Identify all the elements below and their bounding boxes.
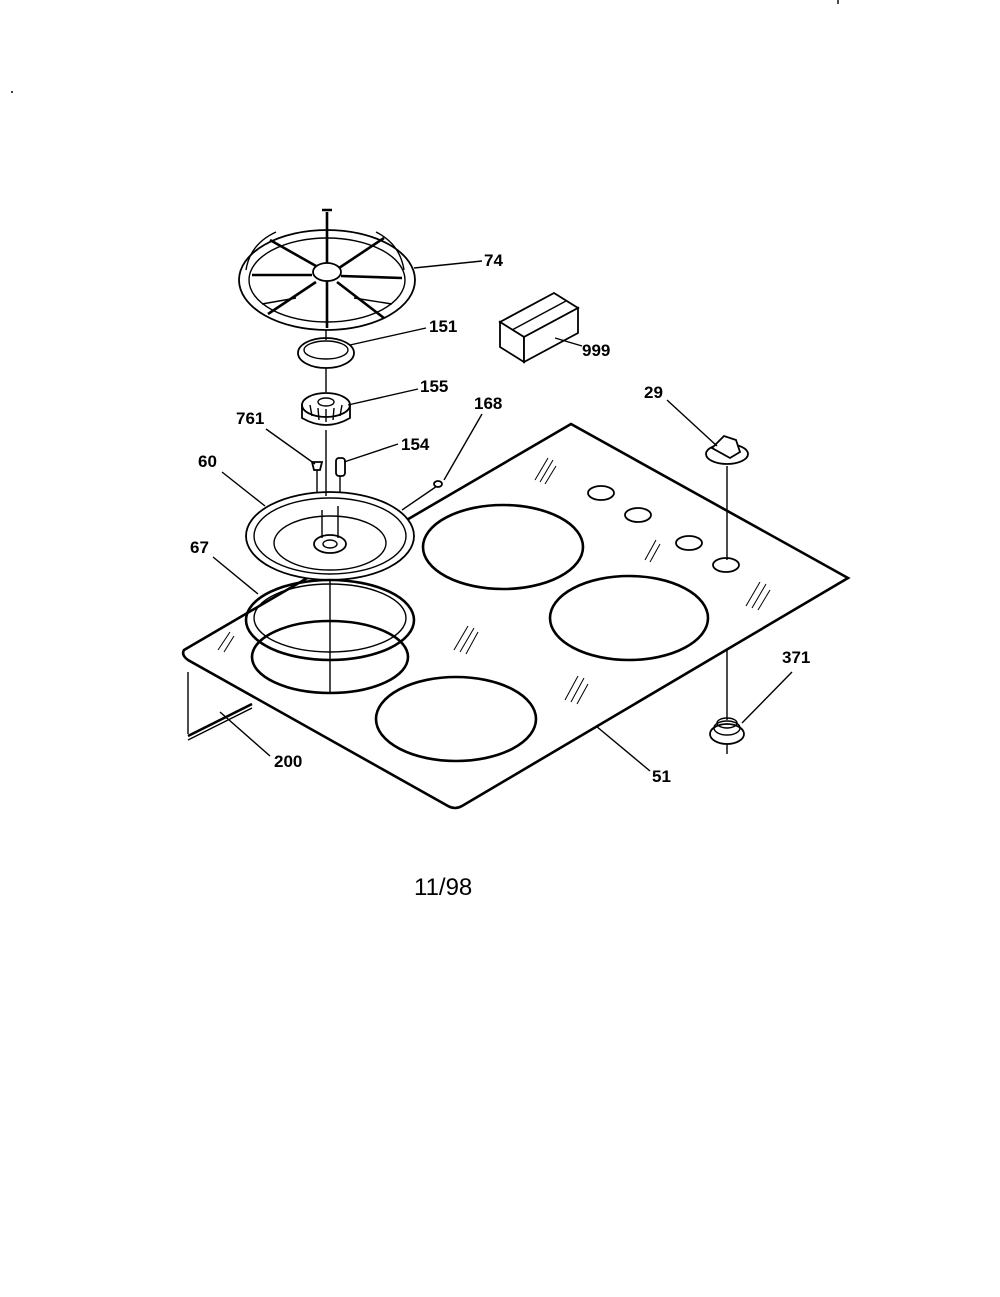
assembly-axis (187, 330, 728, 754)
callout-60: 60 (198, 452, 217, 471)
control-knob (705, 434, 749, 465)
igniter-electrode (335, 457, 346, 500)
burner-grate (238, 208, 416, 331)
burner-bowl (245, 491, 415, 581)
callout-51: 51 (652, 767, 671, 786)
callout-999: 999 (582, 341, 610, 360)
rod (187, 702, 253, 741)
leader-lines (212, 260, 793, 772)
callout-154: 154 (401, 435, 430, 454)
callout-371: 371 (782, 648, 810, 667)
callout-761: 761 (236, 409, 264, 428)
diagram-date: 11/98 (414, 874, 472, 901)
knob-seal (709, 717, 745, 745)
parts-box (498, 291, 580, 364)
burner-head (301, 392, 351, 426)
callout-168: 168 (474, 394, 502, 413)
callout-29: 29 (644, 383, 663, 402)
callout-74: 74 (484, 251, 503, 270)
callout-200: 200 (274, 752, 302, 771)
callout-151: 151 (429, 317, 457, 336)
glass-cooktop (181, 422, 851, 810)
callout-155: 155 (420, 377, 448, 396)
callout-labels: 74 151 155 168 761 154 60 67 200 51 29 3… (190, 251, 810, 786)
burner-cap (297, 337, 355, 369)
scan-dot (11, 91, 13, 93)
screw (310, 461, 324, 492)
callout-67: 67 (190, 538, 209, 557)
